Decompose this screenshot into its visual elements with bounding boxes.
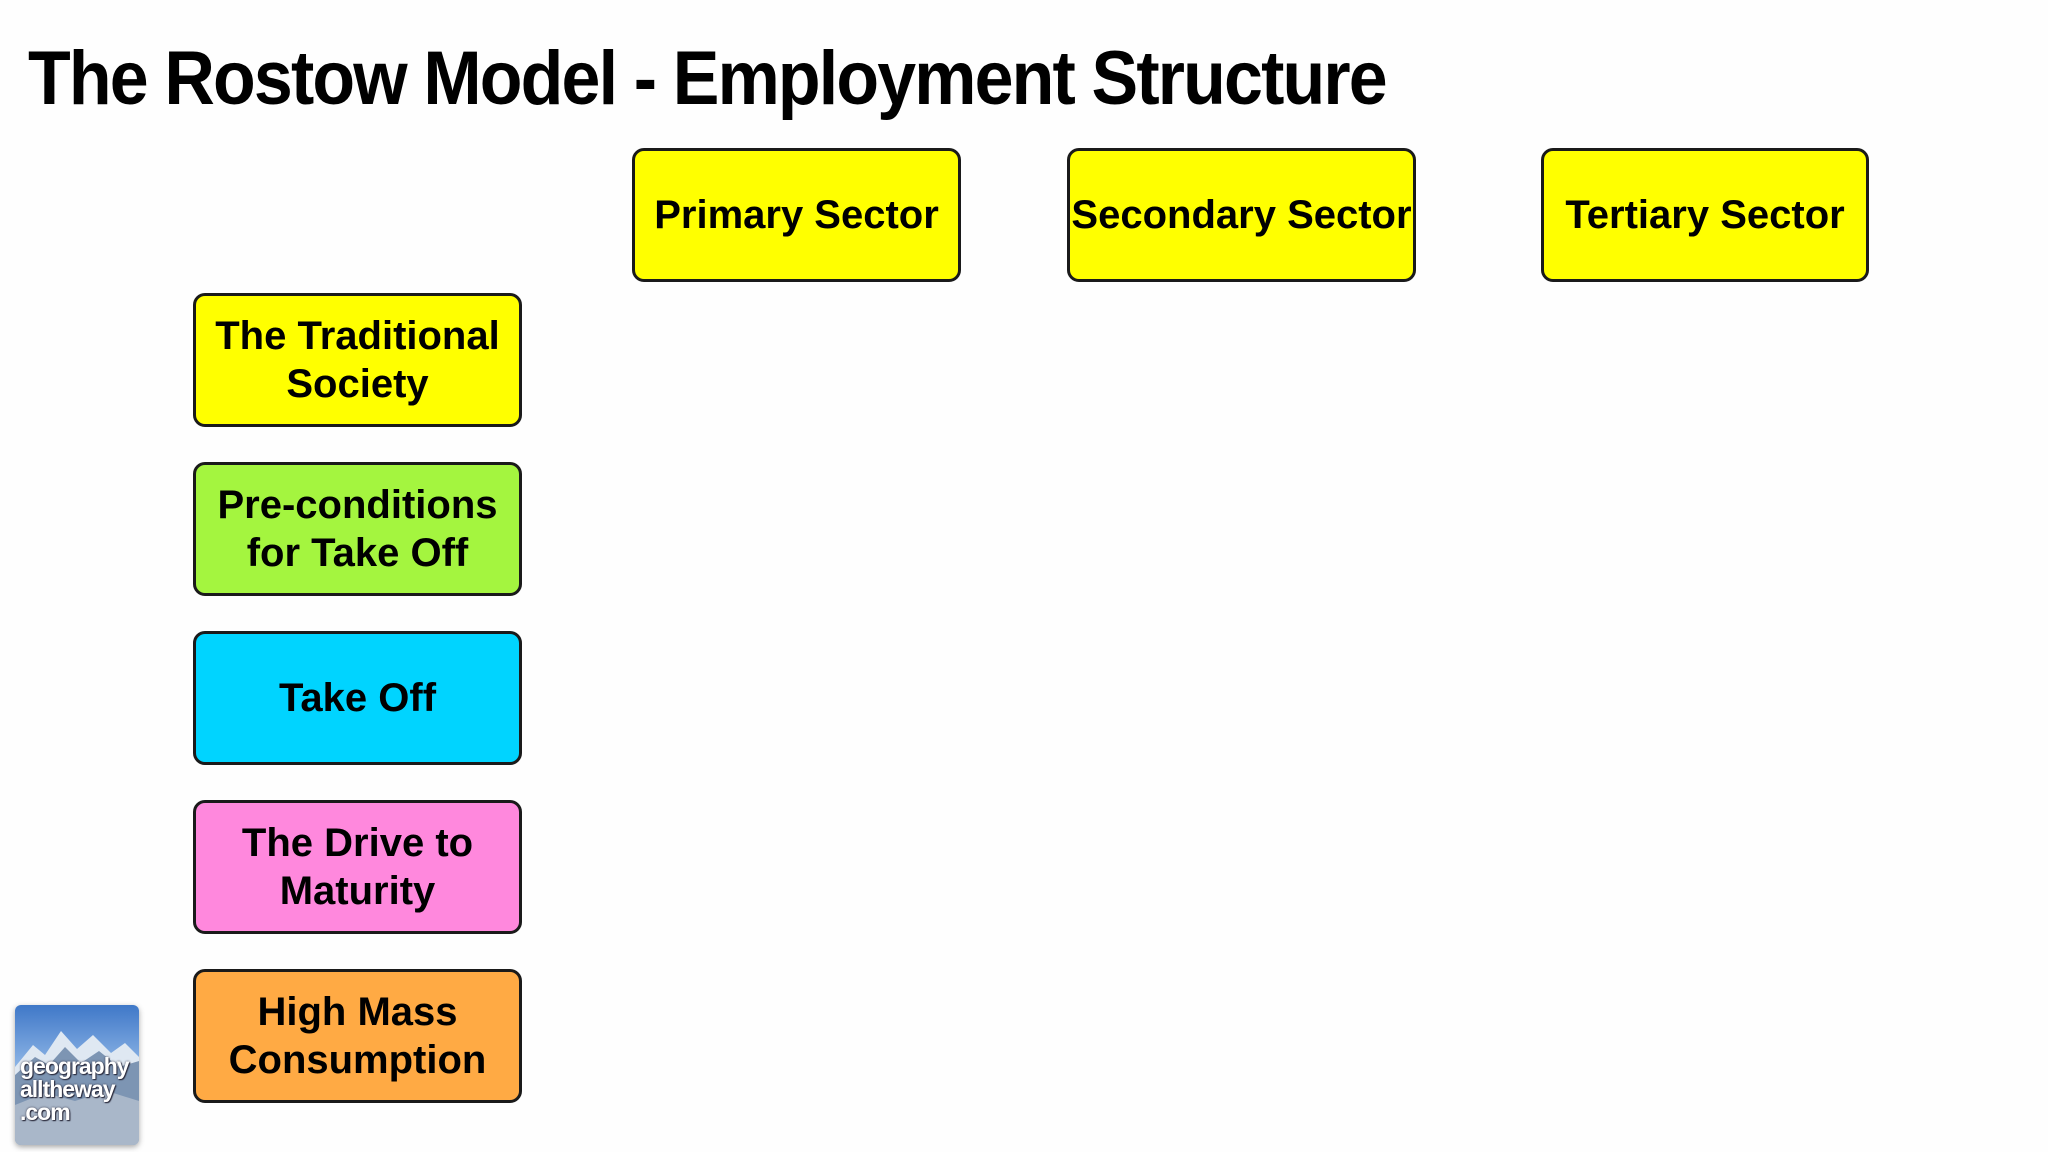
logo-text: geography alltheway .com [20, 1053, 130, 1125]
mountain-logo-icon [15, 1005, 139, 1145]
primary-sector-box: Primary Sector [632, 148, 961, 282]
site-logo: geography alltheway .com [15, 1005, 139, 1145]
tertiary-sector-box: Tertiary Sector [1541, 148, 1869, 282]
stage-take-off: Take Off [193, 631, 522, 765]
stage-high-mass-consumption: High Mass Consumption [193, 969, 522, 1103]
secondary-sector-box: Secondary Sector [1067, 148, 1416, 282]
stage-drive-to-maturity: The Drive to Maturity [193, 800, 522, 934]
stage-traditional-society: The Traditional Society [193, 293, 522, 427]
stage-preconditions-take-off: Pre-conditions for Take Off [193, 462, 522, 596]
page-title: The Rostow Model - Employment Structure [28, 36, 1388, 121]
